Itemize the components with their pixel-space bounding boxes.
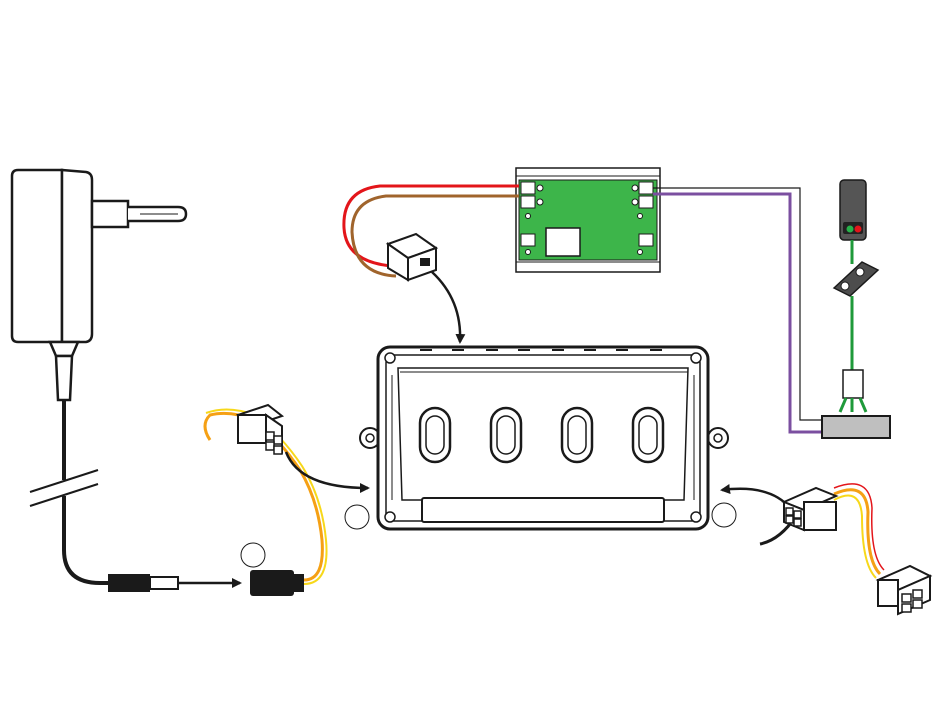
adapter-cable [30, 400, 178, 592]
panel-button-3[interactable] [562, 408, 592, 462]
rj-plug-icon [388, 234, 436, 280]
barrel-jack-icon [250, 570, 304, 596]
signal-red-light [855, 226, 862, 233]
4pin-connector-icon [238, 405, 282, 454]
step-circle-3 [712, 503, 736, 527]
4pin-connector-icon [784, 488, 836, 530]
panel-button-4[interactable] [633, 408, 663, 462]
button-panel-icon [360, 347, 728, 529]
arrow-right-connector [722, 489, 790, 508]
step-circle-1 [241, 543, 265, 567]
right-cable-colored [834, 484, 884, 578]
panel-button-2[interactable] [491, 408, 521, 462]
signal-green-light [847, 226, 854, 233]
step-circle-2 [345, 505, 369, 529]
traffic-signal-icon [822, 180, 890, 438]
arrow-left-connector [286, 452, 368, 488]
panel-button-1[interactable] [420, 408, 450, 462]
arrow-plug-to-panel [432, 272, 460, 342]
4pin-connector-icon [878, 566, 930, 614]
power-adapter-icon [12, 170, 186, 400]
pcb-icon [516, 168, 660, 272]
